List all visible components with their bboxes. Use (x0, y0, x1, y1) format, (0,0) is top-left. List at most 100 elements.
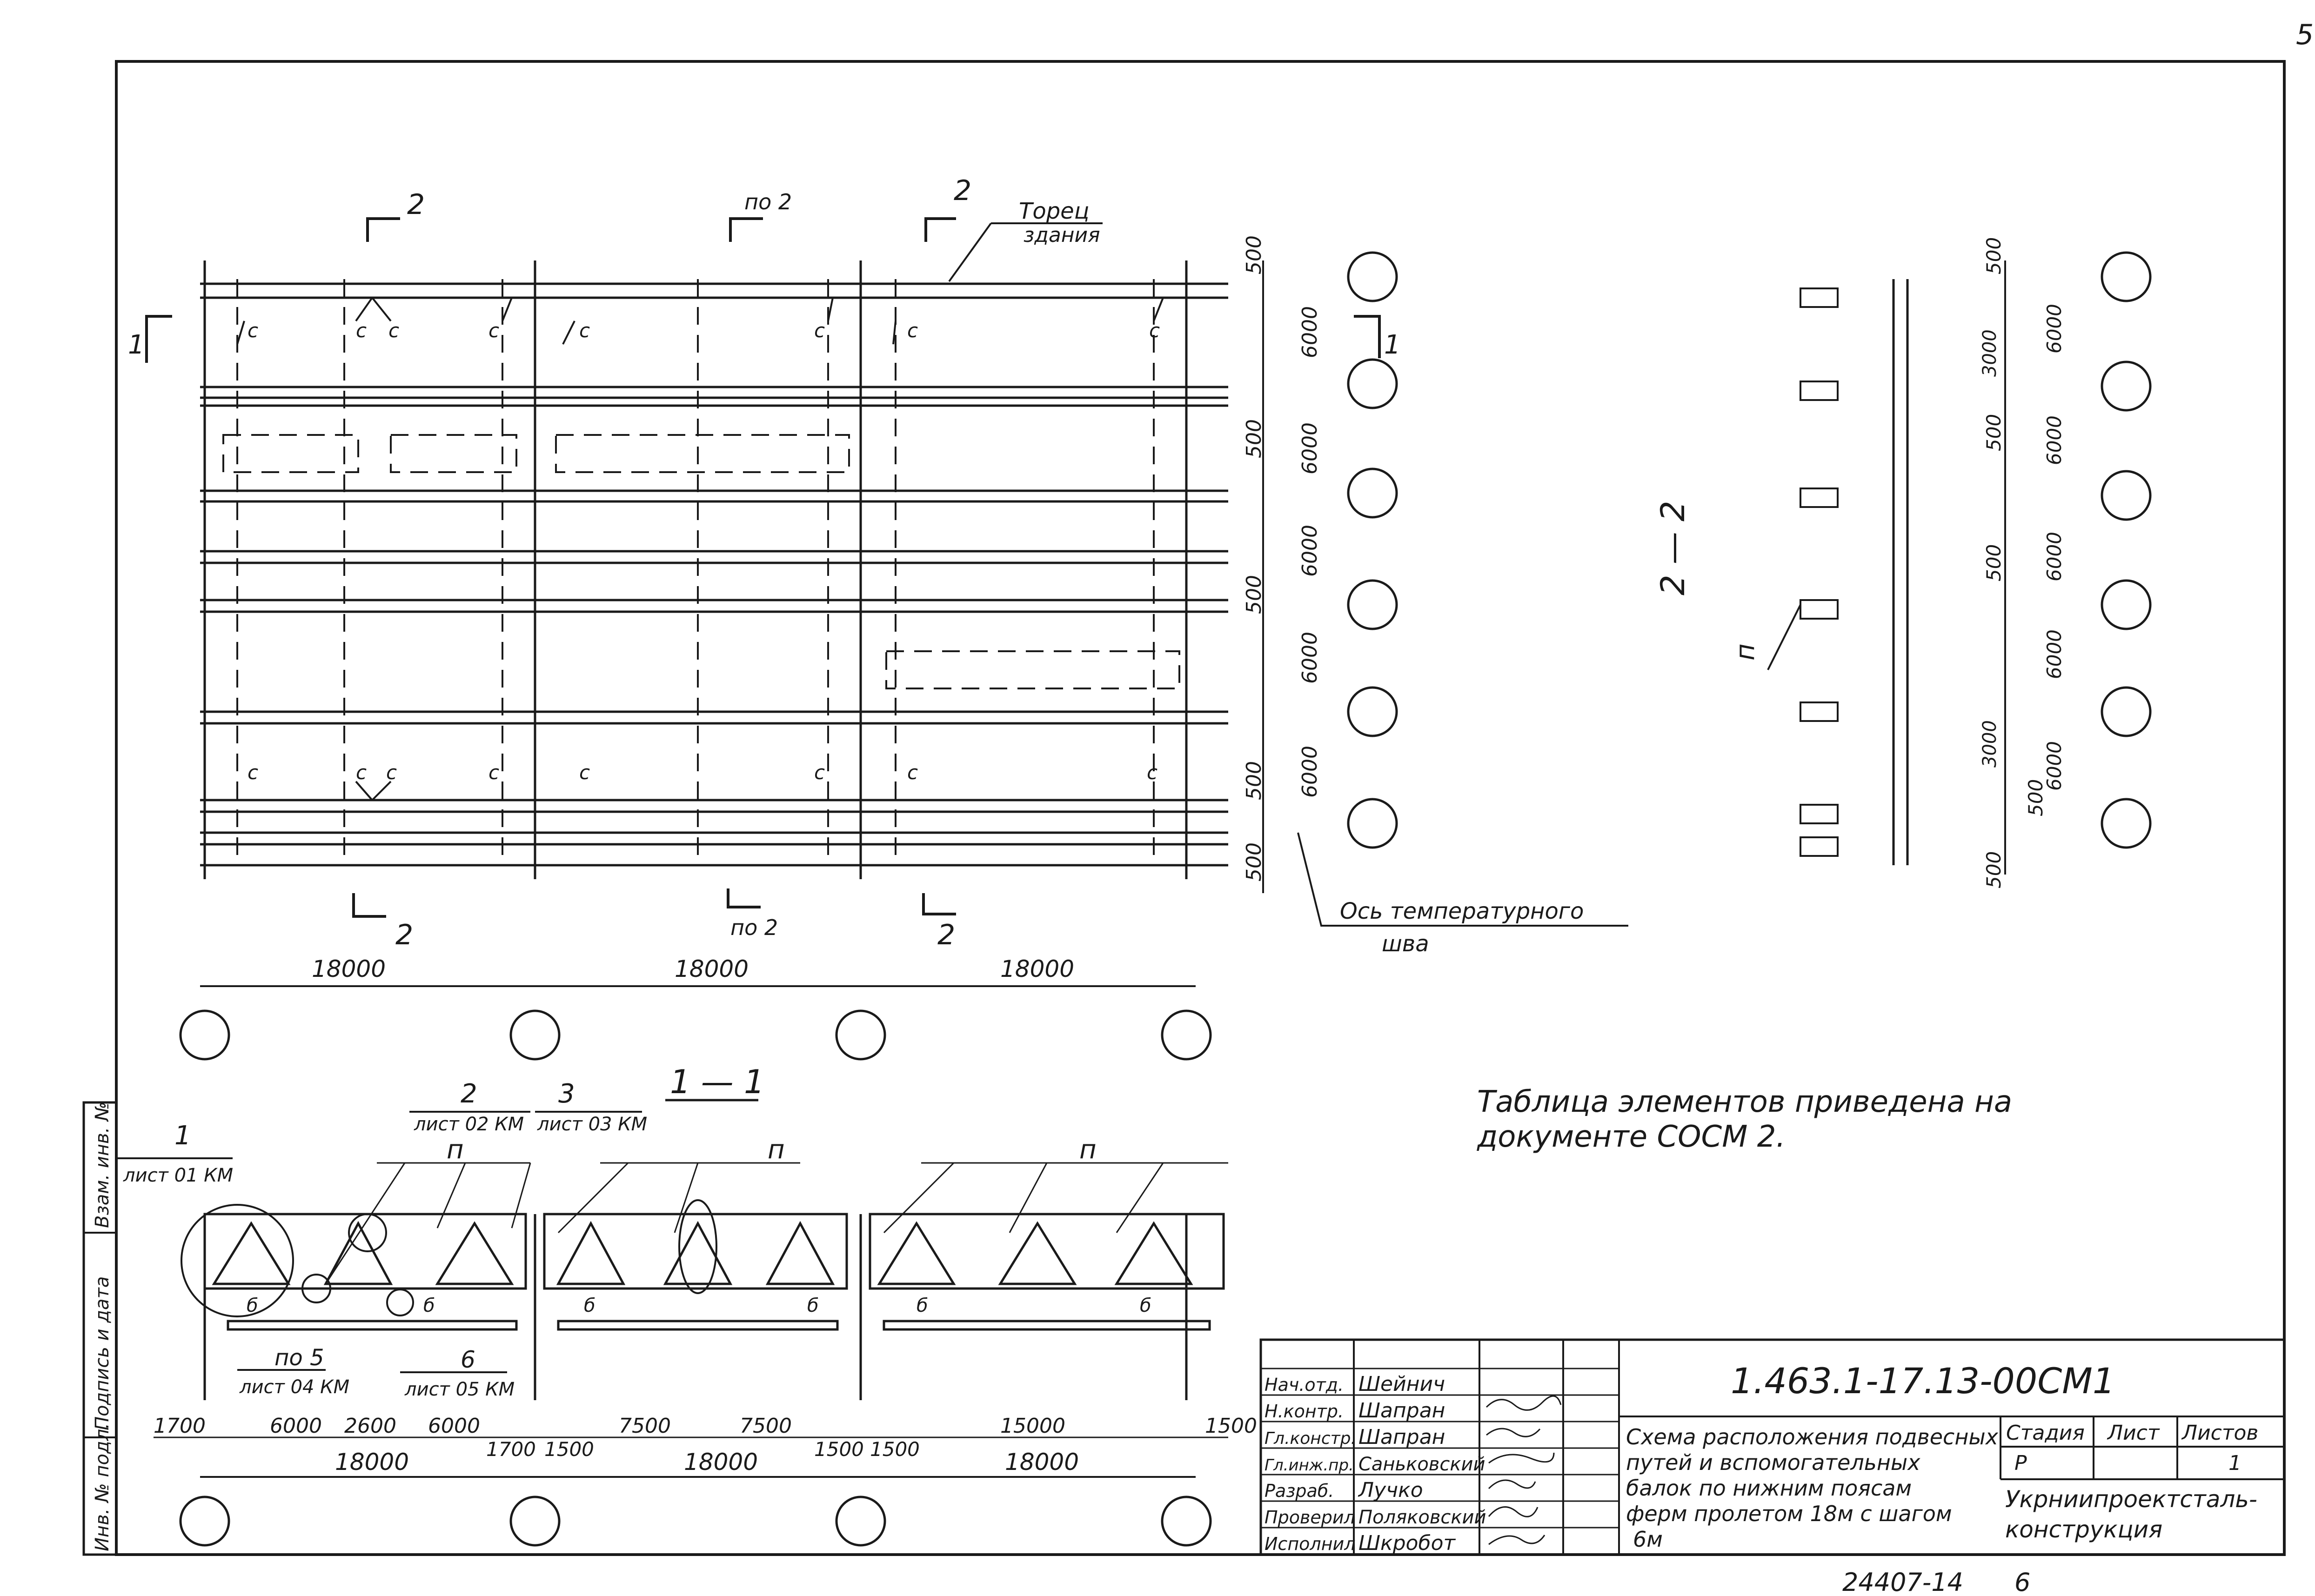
archive-number: 24407-14 (1842, 1568, 1963, 1596)
svg-text:18000: 18000 (675, 955, 749, 982)
section-2-2-title: 2 — 2 (1654, 501, 1692, 595)
svg-text:с: с (356, 319, 367, 342)
svg-text:б: б (807, 1295, 819, 1316)
svg-text:б: б (584, 1295, 595, 1316)
svg-text:с: с (488, 319, 499, 342)
svg-text:1700: 1700 (486, 1438, 536, 1461)
svg-text:3000: 3000 (1979, 720, 2001, 768)
svg-text:б: б (423, 1295, 435, 1316)
callout-5-number: по 5 (274, 1345, 324, 1371)
svg-text:500: 500 (1242, 419, 1266, 458)
svg-text:500: 500 (1982, 414, 2005, 451)
svg-text:6000: 6000 (2043, 415, 2066, 465)
callout-2-number: 2 (461, 1079, 477, 1109)
svg-text:6000: 6000 (2043, 629, 2066, 679)
archive-sheet: 6 (2014, 1568, 2030, 1596)
svg-text:Поляковский: Поляковский (1358, 1507, 1486, 1528)
svg-text:Шейнич: Шейнич (1358, 1372, 1445, 1396)
svg-text:6000: 6000 (1298, 632, 1322, 684)
svg-text:с: с (488, 761, 499, 784)
svg-text:500: 500 (1242, 842, 1266, 881)
svg-text:500: 500 (1982, 544, 2005, 581)
note-line-2: документе СОСМ 2. (1477, 1120, 1786, 1154)
svg-text:500: 500 (1982, 851, 2005, 888)
callout-1-number: 1 (174, 1121, 191, 1151)
doc-code: 1.463.1-17.13-00СМ1 (1731, 1360, 2115, 1402)
svg-text:ферм пролетом 18м с шагом: ферм пролетом 18м с шагом (1626, 1501, 1952, 1526)
svg-text:Схема расположения подвесных: Схема расположения подвесных (1626, 1424, 1999, 1449)
svg-text:2: 2 (407, 188, 425, 221)
svg-text:6м: 6м (1633, 1527, 1663, 1552)
plan-row-dims: 500 6000 500 6000 6000 500 6000 6000 500… (1242, 235, 1322, 881)
svg-text:1700: 1700 (154, 1414, 206, 1438)
svg-text:6000: 6000 (270, 1414, 322, 1438)
svg-text:6000: 6000 (1298, 306, 1322, 358)
svg-text:с: с (386, 761, 397, 784)
svg-text:с: с (248, 761, 258, 784)
description: Схема расположения подвесных путей и всп… (1626, 1424, 1999, 1552)
sheet-frame (115, 60, 2286, 1556)
svg-text:Исполнил: Исполнил (1265, 1534, 1356, 1554)
stage-value: Р (2014, 1451, 2027, 1475)
svg-text:18000: 18000 (1000, 955, 1074, 982)
svg-text:1: 1 (128, 330, 145, 360)
section-1-1-span-dims: 18000 18000 18000 (335, 1449, 1079, 1476)
expansion-joint-label: Ось температурного (1340, 898, 1584, 924)
svg-text:7500: 7500 (619, 1414, 671, 1438)
svg-text:п: п (768, 1135, 785, 1165)
svg-text:Проверил: Проверил (1265, 1507, 1355, 1528)
svg-text:18000: 18000 (684, 1449, 758, 1476)
svg-text:2: 2 (395, 919, 413, 951)
stage-header: Стадия (2006, 1421, 2085, 1445)
svg-text:Саньковский: Саньковский (1358, 1454, 1485, 1475)
plan-span-dims: 18000 18000 18000 (312, 955, 1074, 982)
svg-text:п: п (1079, 1135, 1097, 1165)
svg-text:с: с (248, 319, 258, 342)
c-markers: с с с с с с с с с с с с с с с с (248, 319, 1160, 784)
page-number: 5 (2296, 19, 2314, 51)
svg-text:500: 500 (1242, 235, 1266, 274)
building-end-label: Торец (1019, 198, 1089, 224)
svg-text:балок по нижним поясам: балок по нижним поясам (1626, 1476, 1912, 1501)
svg-text:с: с (907, 319, 918, 342)
plan-axis-bubbles-right (1347, 251, 1398, 849)
svg-text:Н.контр.: Н.контр. (1265, 1401, 1344, 1422)
stamp-inv-orig: Инв. № подл. (92, 1423, 113, 1551)
svg-text:с: с (814, 319, 825, 342)
b-labels: б б б б б б (247, 1295, 1151, 1316)
stamp-sign-date: Подпись и дата (92, 1276, 113, 1430)
section-2-2-marker: п (1730, 643, 1760, 661)
svg-text:п: п (447, 1135, 464, 1165)
svg-text:500: 500 (1242, 761, 1266, 800)
svg-text:6000: 6000 (2043, 532, 2066, 581)
expansion-joint-label-2: шва (1382, 931, 1429, 957)
organization-line-1: Укрниипроектсталь- (2005, 1486, 2257, 1513)
stamp-replace-inv: Взам. инв. № (92, 1102, 113, 1228)
section-2-2-axis-bubbles (2101, 251, 2152, 849)
svg-text:с: с (814, 761, 825, 784)
section-2-2-dims: 500 6000 3000 500 6000 500 6000 6000 300… (1979, 237, 2066, 888)
svg-text:1500: 1500 (814, 1438, 864, 1461)
section-1-1-sub-dims: 1700 6000 2600 6000 1700 1500 7500 7500 … (154, 1414, 1257, 1461)
svg-text:б: б (247, 1295, 258, 1316)
svg-text:6000: 6000 (2043, 304, 2066, 354)
svg-text:Гл.констр.: Гл.констр. (1265, 1429, 1356, 1448)
svg-text:по 2: по 2 (744, 189, 792, 214)
svg-text:с: с (356, 761, 367, 784)
section-1-1-title: 1 — 1 (670, 1063, 765, 1101)
svg-text:с: с (579, 761, 590, 784)
svg-text:б: б (917, 1295, 928, 1316)
svg-text:с: с (579, 319, 590, 342)
svg-text:15000: 15000 (1000, 1414, 1065, 1438)
callout-1-sheet: лист 01 КМ (123, 1165, 233, 1186)
svg-text:2600: 2600 (344, 1414, 396, 1438)
svg-text:1500: 1500 (544, 1438, 594, 1461)
callout-6-sheet: лист 05 КМ (404, 1379, 515, 1400)
plan-view: с с с с с с с с с с с с с с с с (128, 174, 1628, 1061)
svg-text:Лучко: Лучко (1358, 1478, 1423, 1502)
svg-text:с: с (1147, 761, 1158, 784)
callout-6-number: 6 (461, 1346, 475, 1373)
svg-text:6000: 6000 (1298, 746, 1322, 798)
title-block: Нач.отд. Шейнич Н.контр. Шапран Гл.конст… (1259, 1338, 2286, 1556)
